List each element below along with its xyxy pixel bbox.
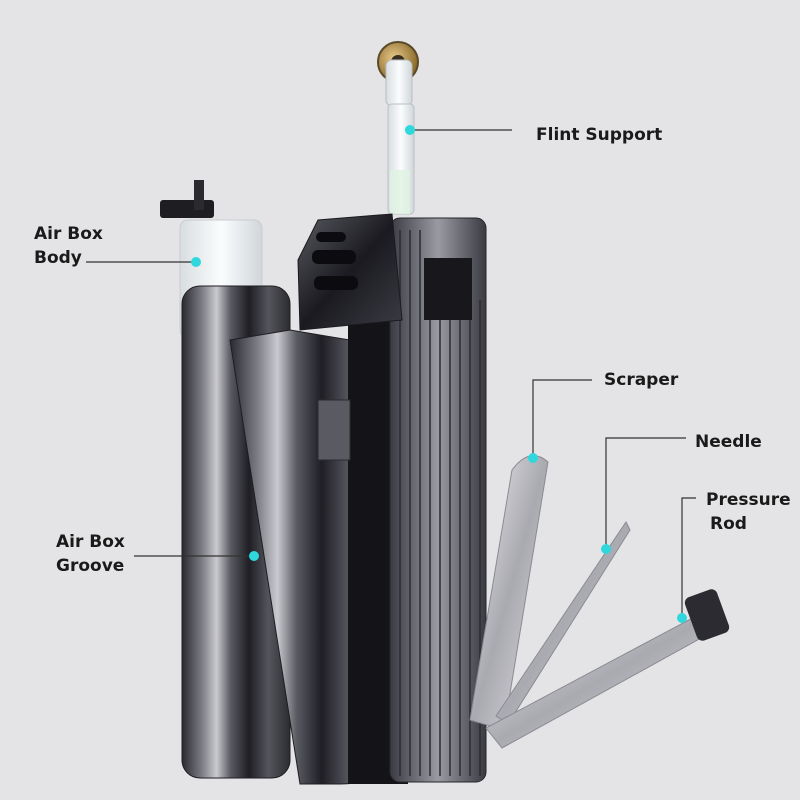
main-body-shell <box>389 217 487 783</box>
needle-dot <box>601 544 611 554</box>
main-body-ribs <box>399 230 481 776</box>
air-box-valve-post <box>194 180 204 210</box>
scraper-leader <box>532 379 592 458</box>
air-box-body-label-line2: Body <box>34 248 82 268</box>
flint-tube-tip <box>390 170 410 214</box>
top-clip <box>424 258 472 320</box>
marker-dots <box>191 125 687 623</box>
leader-lines <box>86 129 696 618</box>
air-box-body-label-line1: Air Box <box>34 224 103 244</box>
scraper-label: Scraper <box>604 370 679 390</box>
windshield-hole-2 <box>314 276 358 290</box>
flint-support-dot <box>405 125 415 135</box>
air-box-groove-label-line1: Air Box <box>56 532 125 552</box>
pressure-rod-leader <box>681 497 696 618</box>
pressure-rod-label-line2: Rod <box>710 514 747 534</box>
pressure-rod-label-line1: Pressure <box>706 490 791 510</box>
air-box-groove-dot <box>249 551 259 561</box>
tools-assembly <box>469 455 730 749</box>
side-latch <box>317 399 351 461</box>
pressure-rod-head <box>684 589 730 641</box>
flint-support-label: Flint Support <box>536 125 663 145</box>
windshield-head <box>297 213 403 331</box>
pressure-rod-label: Pressure Rod <box>706 488 791 536</box>
air-box-groove-label: Air Box Groove <box>56 530 125 578</box>
windshield-hole-1 <box>312 250 356 264</box>
air-box-body-dot <box>191 257 201 267</box>
needle-label: Needle <box>695 432 762 452</box>
scraper-dot <box>528 453 538 463</box>
pressure-rod-dot <box>677 613 687 623</box>
air-box-valve-arm <box>160 200 214 218</box>
air-box-body-label: Air Box Body <box>34 222 103 270</box>
needle-leader <box>605 437 686 549</box>
lighter-main-body <box>297 213 487 784</box>
flint-bracket <box>385 59 413 107</box>
windshield-hole-3 <box>316 232 346 242</box>
air-box-groove-label-line2: Groove <box>56 556 125 576</box>
